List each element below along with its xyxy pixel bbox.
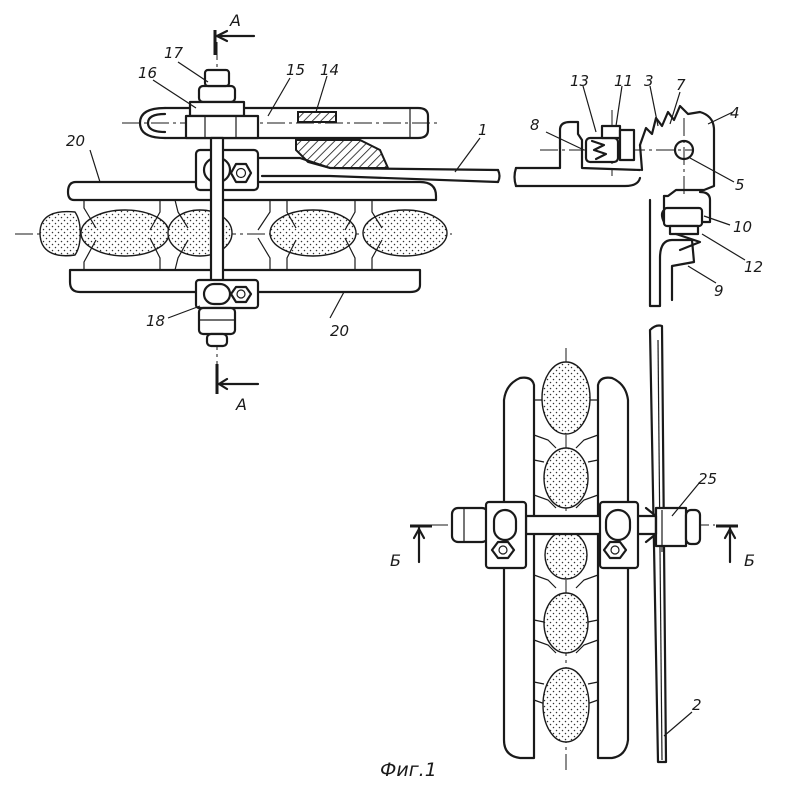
label-17: 17	[164, 44, 184, 62]
detail-view-top-right	[515, 106, 715, 306]
label-8: 8	[530, 116, 540, 134]
section-b-right: Б	[744, 551, 755, 570]
label-2: 2	[692, 696, 702, 714]
bolt-11-13	[586, 126, 634, 162]
label-11: 11	[614, 72, 633, 90]
label-18: 18	[146, 312, 165, 330]
section-a-top: А	[229, 11, 241, 30]
section-b-left: Б	[390, 551, 401, 570]
label-25: 25	[698, 470, 717, 488]
label-3: 3	[644, 72, 654, 90]
figure-caption: Фиг.1	[380, 759, 437, 781]
label-14: 14	[320, 61, 339, 79]
label-15: 15	[286, 61, 305, 79]
gear-lever-3-4-7	[640, 106, 714, 306]
seed-row	[40, 210, 447, 256]
label-20-lower: 20	[330, 322, 349, 340]
nut-stack-16-17	[186, 70, 258, 138]
front-view-bottom	[410, 326, 738, 771]
lower-bracket-18	[196, 280, 258, 346]
label-13: 13	[570, 72, 589, 90]
label-16: 16	[138, 64, 157, 82]
label-9: 9	[714, 282, 724, 300]
label-20-upper: 20	[66, 132, 85, 150]
leader-lines	[90, 62, 745, 736]
rod-15	[122, 108, 438, 138]
label-5: 5	[735, 176, 745, 194]
clamp-14	[296, 112, 388, 168]
section-a-bottom: А	[235, 395, 247, 414]
label-1: 1	[478, 121, 488, 139]
nut-10-12	[664, 208, 702, 250]
label-10: 10	[733, 218, 752, 236]
side-view-top-left	[15, 30, 500, 394]
label-12: 12	[744, 258, 763, 276]
label-7: 7	[676, 76, 686, 94]
upper-bracket	[196, 150, 258, 190]
label-4: 4	[730, 104, 740, 122]
seed-column	[542, 362, 590, 742]
